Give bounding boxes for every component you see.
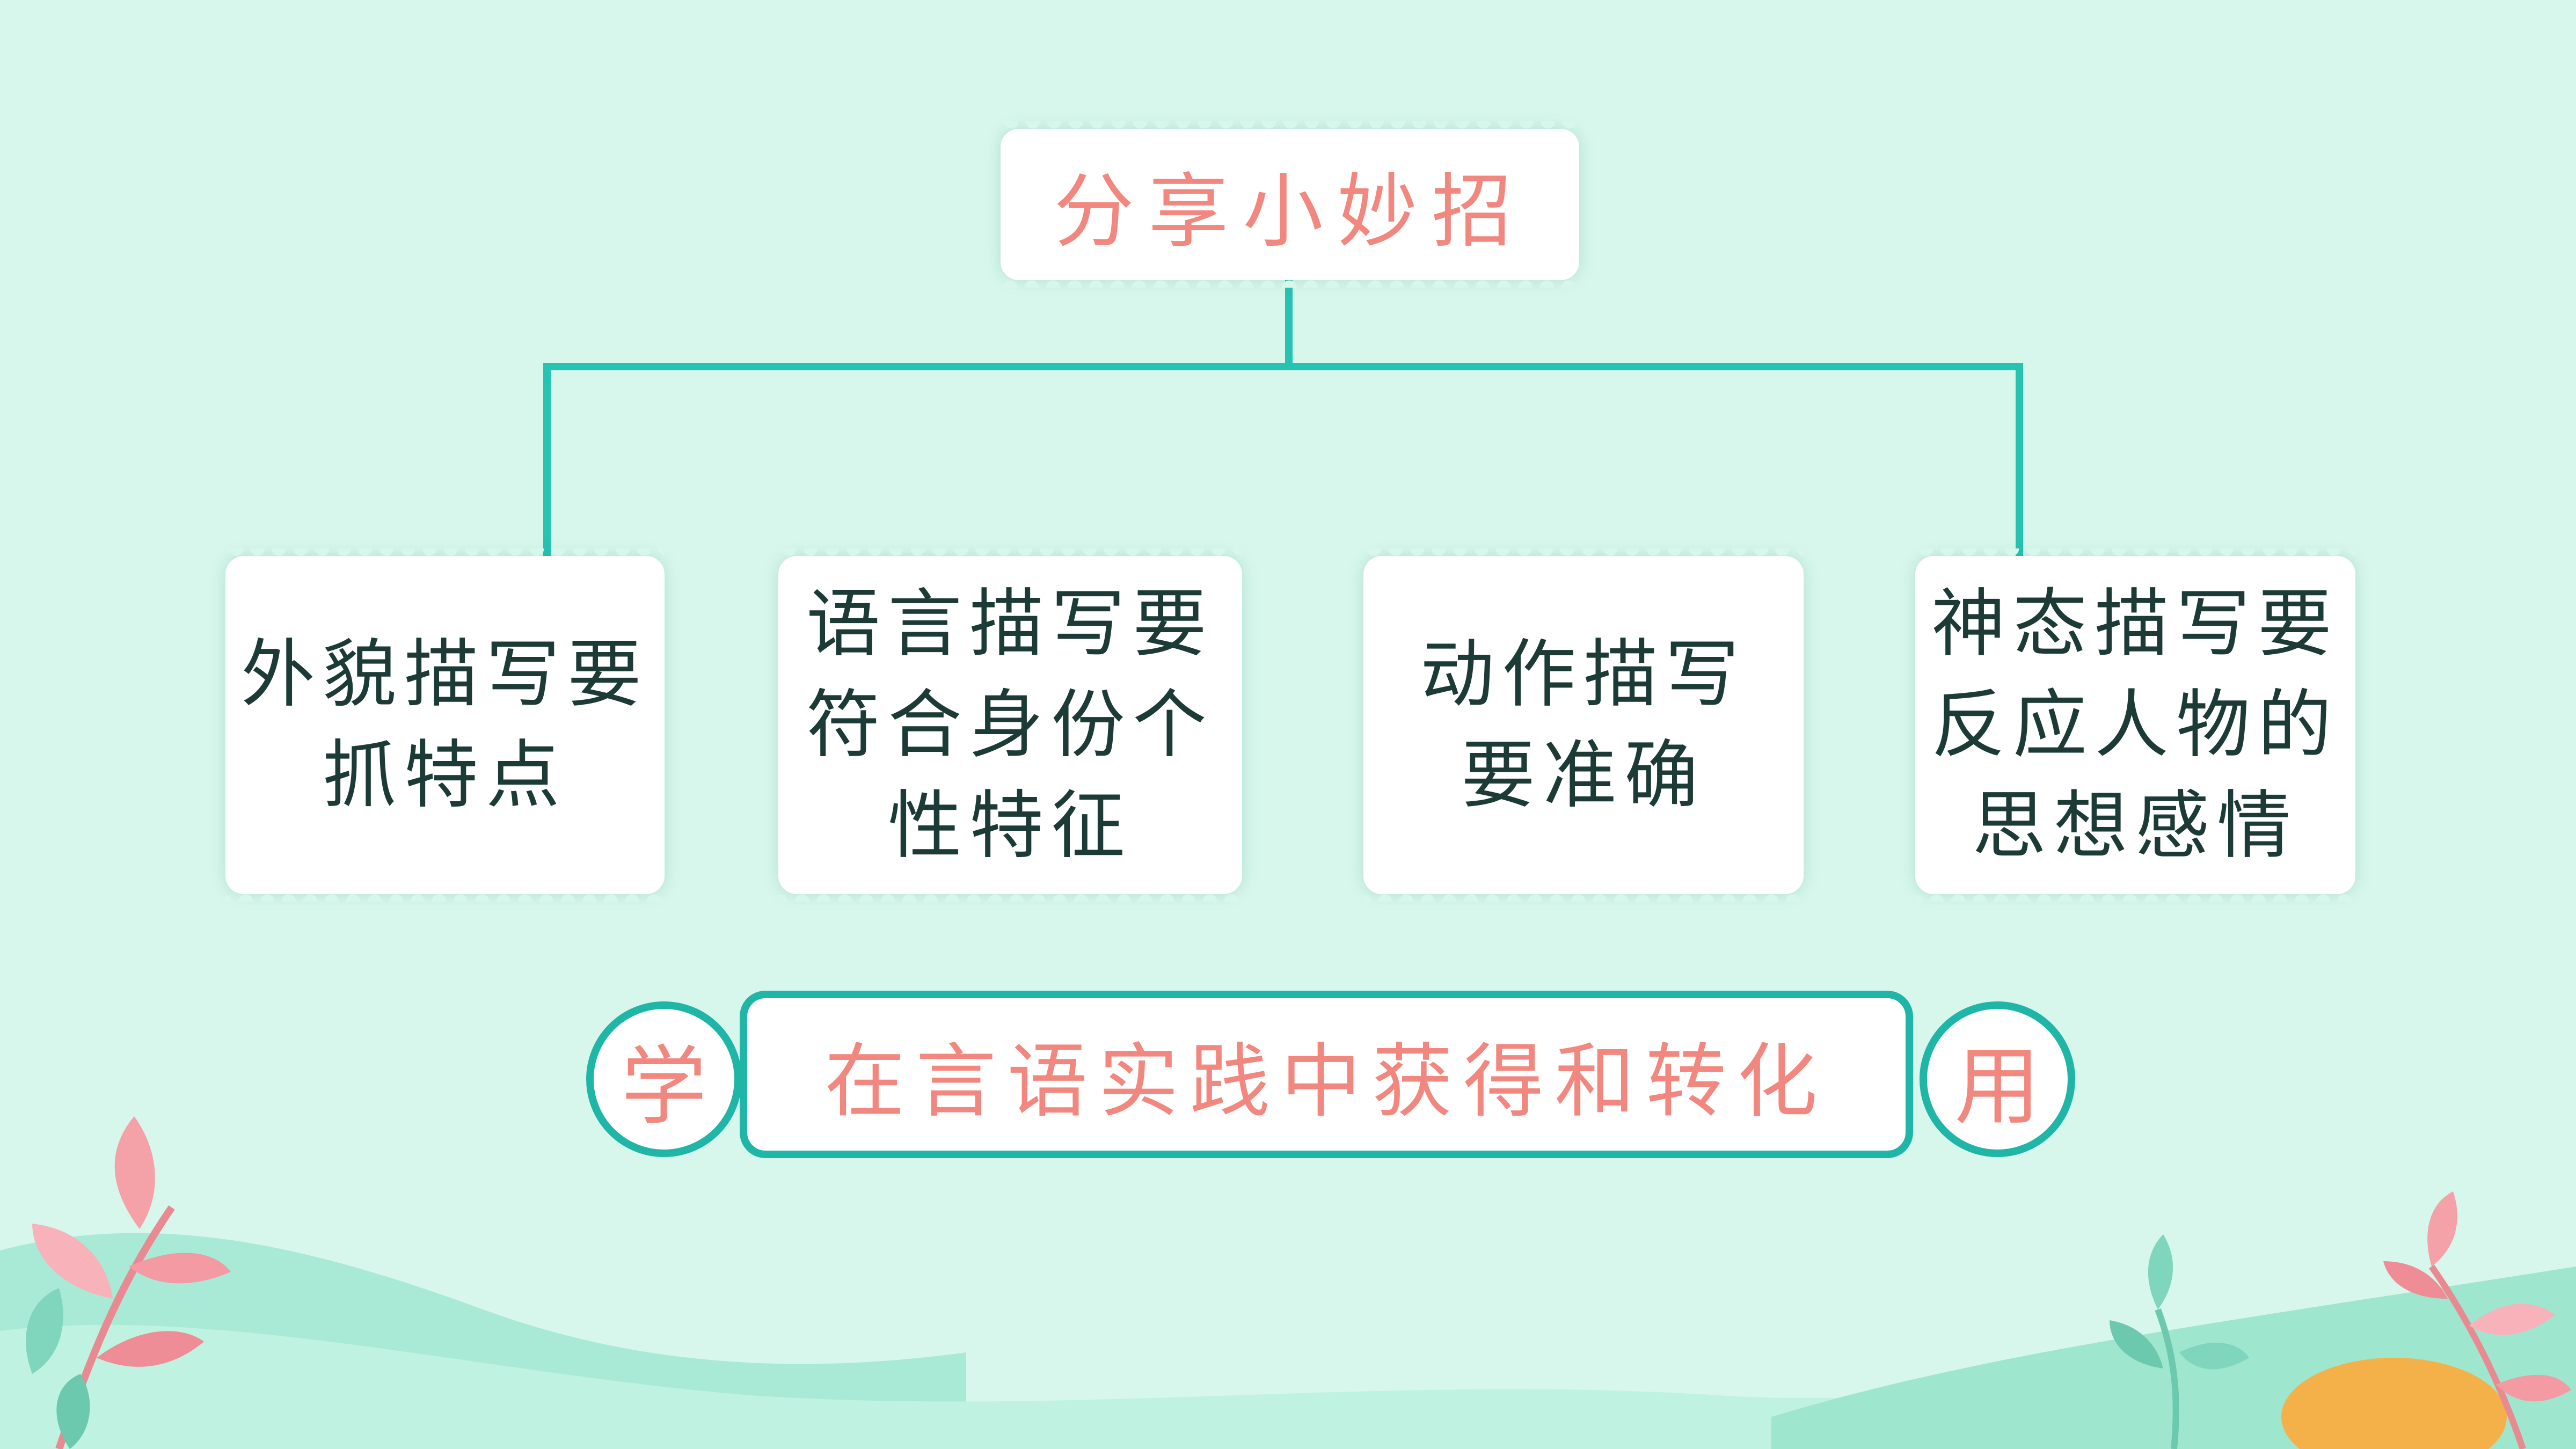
orange-shape (2281, 1358, 2507, 1449)
leaf-branch-left-icon (26, 1116, 231, 1449)
card-action-text: 动作描写 要准确 (1420, 631, 1747, 818)
connector-right-drop (2016, 363, 2023, 556)
card-action: 动作描写 要准确 (1363, 548, 1804, 894)
connector-stem (1285, 280, 1293, 367)
learn-circle: 学 (586, 1001, 742, 1157)
card-expression-text: 神态描写要 反应人物的 思想感情 (1931, 581, 2339, 869)
learn-char: 学 (621, 1036, 707, 1137)
use-char: 用 (1954, 1036, 2040, 1137)
card-appearance-text: 外貌描写要 抓特点 (240, 631, 649, 818)
connector-horizontal (543, 363, 2023, 370)
connector-left-drop (543, 363, 551, 556)
practice-banner-text: 在言语实践中获得和转化 (824, 1035, 1828, 1129)
card-appearance: 外貌描写要 抓特点 (225, 548, 665, 894)
title-box: 分享小妙招 (1001, 121, 1579, 280)
use-circle: 用 (1920, 1001, 2075, 1157)
card-language: 语言描写要 符合身份个 性特征 (778, 548, 1242, 894)
card-language-text: 语言描写要 符合身份个 性特征 (806, 581, 1214, 869)
diagram-title: 分享小妙招 (1053, 165, 1526, 259)
leaf-branch-right-icon (2110, 1191, 2571, 1449)
practice-banner: 在言语实践中获得和转化 (740, 991, 1913, 1158)
card-expression: 神态描写要 反应人物的 思想感情 (1915, 548, 2355, 894)
